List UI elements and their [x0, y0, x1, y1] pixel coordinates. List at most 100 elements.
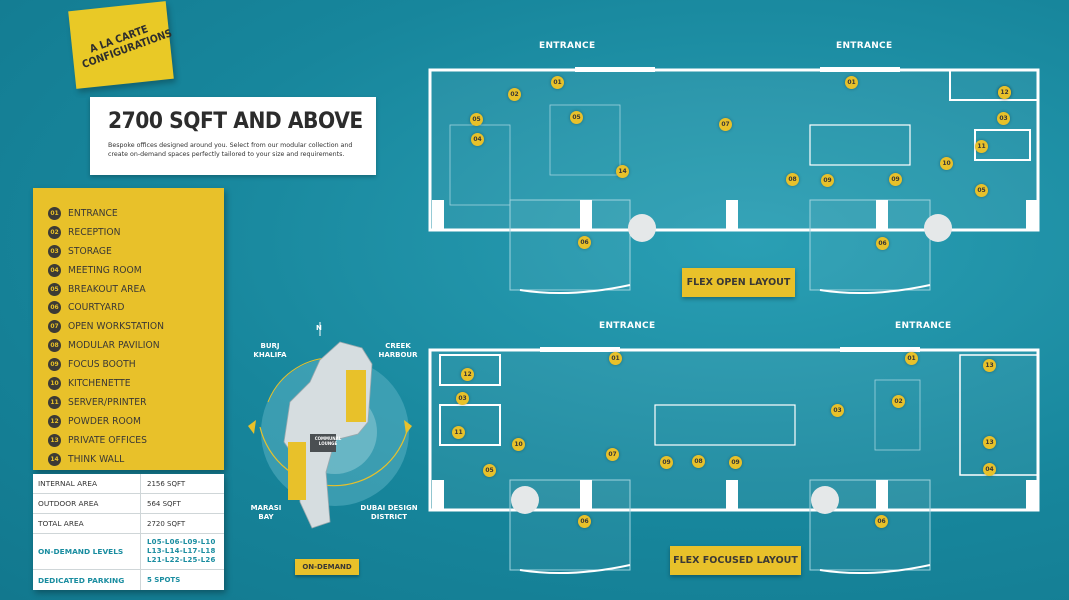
plan-marker: 03: [456, 392, 469, 405]
stat-value: 564 SQFT: [147, 499, 181, 508]
legend-item: 01 ENTRANCE: [48, 204, 224, 223]
legend-number-badge: 04: [48, 263, 61, 277]
plan-marker: 05: [975, 184, 988, 197]
level-line: L13-L14-L17-L18: [147, 547, 216, 555]
stat-label: OUTDOOR AREA: [33, 494, 141, 513]
burj-khalifa-label: BURJ KHALIFA: [253, 342, 287, 359]
legend-label: RECEPTION: [68, 226, 121, 238]
legend-number-badge: 10: [48, 376, 61, 390]
plan-marker: 02: [892, 395, 905, 408]
plan-marker: 05: [483, 464, 496, 477]
plan-marker: 09: [660, 456, 673, 469]
marasi-bay-label: MARASI BAY: [250, 504, 282, 521]
legend-number-badge: 09: [48, 358, 61, 372]
legend-item: 02 RECEPTION: [48, 223, 224, 242]
legend-number-badge: 08: [48, 339, 61, 353]
legend-label: PRIVATE OFFICES: [68, 434, 147, 446]
legend-item: 09 FOCUS BOOTH: [48, 355, 224, 374]
stat-on-demand-levels: ON-DEMAND LEVELS L05-L06-L09-L10 L13-L14…: [33, 534, 224, 570]
legend-number-badge: 13: [48, 433, 61, 447]
stat-value: 2720 SQFT: [147, 519, 186, 528]
communal-lounge-label: COMMUNAL LOUNGE: [314, 436, 342, 446]
plan-marker: 01: [905, 352, 918, 365]
plan-marker: 06: [578, 236, 591, 249]
legend-item: 14 THINK WALL: [48, 450, 224, 469]
plan-marker: 06: [578, 515, 591, 528]
level-line: L21-L22-L25-L26: [147, 556, 216, 564]
plan-marker: 13: [983, 436, 996, 449]
legend-item: 08 MODULAR PAVILION: [48, 336, 224, 355]
stat-value: 5 SPOTS: [147, 576, 181, 584]
legend-label: THINK WALL: [68, 453, 125, 465]
legend-label: ENTRANCE: [68, 207, 118, 219]
plan-marker: 07: [719, 118, 732, 131]
stat-value: 2156 SQFT: [147, 479, 186, 488]
stat-internal-area: INTERNAL AREA 2156 SQFT: [33, 474, 224, 494]
plan-marker: 10: [512, 438, 525, 451]
plan-marker: 03: [997, 112, 1010, 125]
stat-label: TOTAL AREA: [33, 514, 141, 533]
plan-marker: 09: [821, 174, 834, 187]
stat-label: ON-DEMAND LEVELS: [33, 534, 141, 569]
legend-label: KITCHENETTE: [68, 377, 131, 389]
legend-item: 11 SERVER/PRINTER: [48, 393, 224, 412]
legend-item: 13 PRIVATE OFFICES: [48, 431, 224, 450]
plan-marker: 05: [470, 113, 483, 126]
entrance-label: ENTRANCE: [895, 321, 952, 331]
legend-number-badge: 01: [48, 206, 61, 220]
plan-marker: 14: [616, 165, 629, 178]
creek-harbour-label: CREEK HARBOUR: [378, 342, 418, 359]
dubai-design-district-label: DUBAI DESIGN DISTRICT: [360, 504, 418, 521]
stat-outdoor-area: OUTDOOR AREA 564 SQFT: [33, 494, 224, 514]
plan-marker: 12: [998, 86, 1011, 99]
sticky-note-text: A LA CARTE CONFIGURATIONS: [80, 23, 174, 71]
plan-marker: 04: [983, 463, 996, 476]
stat-label: DEDICATED PARKING: [33, 570, 141, 590]
legend-item: 10 KITCHENETTE: [48, 374, 224, 393]
plan-marker: 06: [876, 237, 889, 250]
flex-open-layout-button[interactable]: FLEX OPEN LAYOUT: [682, 268, 795, 297]
legend-label: MODULAR PAVILION: [68, 340, 160, 352]
level-line: L05-L06-L09-L10: [147, 538, 216, 546]
plan-marker: 07: [606, 448, 619, 461]
plan-marker: 11: [975, 140, 988, 153]
legend-number-badge: 11: [48, 395, 61, 409]
plan-marker: 04: [471, 133, 484, 146]
flex-focused-layout-button[interactable]: FLEX FOCUSED LAYOUT: [670, 546, 801, 575]
plan-marker: 06: [875, 515, 888, 528]
floor-plan-open: [420, 60, 1050, 300]
plan-marker: 13: [983, 359, 996, 372]
entrance-label: ENTRANCE: [599, 321, 656, 331]
plan-marker: 08: [692, 455, 705, 468]
plan-marker: 03: [831, 404, 844, 417]
plan-marker: 01: [845, 76, 858, 89]
plan-marker: 09: [729, 456, 742, 469]
floor-plan-focused: [420, 340, 1050, 580]
page-description: Bespoke offices designed around you. Sel…: [108, 142, 353, 158]
floor-plan-open-drawing: [428, 67, 1040, 295]
legend-item: 07 OPEN WORKSTATION: [48, 317, 224, 336]
legend-label: FOCUS BOOTH: [68, 359, 136, 371]
legend-label: COURTYARD: [68, 302, 125, 314]
stat-dedicated-parking: DEDICATED PARKING 5 SPOTS: [33, 570, 224, 590]
legend-number-badge: 05: [48, 282, 61, 296]
site-map-graphic: [248, 322, 412, 529]
stat-label: INTERNAL AREA: [33, 474, 141, 493]
legend-number-badge: 07: [48, 320, 61, 334]
legend-number-badge: 02: [48, 225, 61, 239]
legend-label: OPEN WORKSTATION: [68, 321, 164, 333]
stat-value: L05-L06-L09-L10 L13-L14-L17-L18 L21-L22-…: [141, 534, 216, 569]
legend-number-badge: 14: [48, 452, 61, 466]
plan-marker: 01: [609, 352, 622, 365]
plan-marker: 11: [452, 426, 465, 439]
plan-marker: 01: [551, 76, 564, 89]
stat-total-area: TOTAL AREA 2720 SQFT: [33, 514, 224, 534]
title-card: 2700 SQFT AND ABOVE Bespoke offices desi…: [90, 97, 376, 175]
legend-label: SERVER/PRINTER: [68, 396, 147, 408]
floor-plan-focused-drawing: [428, 347, 1040, 575]
plan-marker: 05: [570, 111, 583, 124]
